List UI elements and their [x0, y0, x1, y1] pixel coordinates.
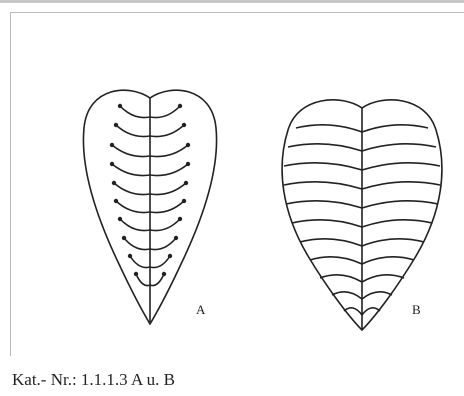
catalog-caption: Kat.- Nr.: 1.1.1.3 A u. B — [12, 370, 175, 390]
leaf-b-vein — [362, 220, 432, 227]
leaf-a-vein-tip — [178, 217, 182, 221]
leaf-a-vein — [150, 164, 188, 176]
leaf-a-vein — [150, 145, 188, 157]
leaf-a-vein-tip — [162, 272, 166, 276]
leaf-b-vein — [362, 144, 436, 151]
leaf-b-vein — [292, 220, 362, 227]
leaf-b-vein — [284, 163, 362, 170]
leaf-a-vein-tip — [186, 143, 190, 147]
leaf-a-vein-tip — [168, 254, 172, 258]
leaf-a-vein-tip — [128, 254, 132, 258]
leaf-a-vein-tip — [178, 104, 182, 108]
leaf-b-vein — [362, 182, 440, 189]
leaf-b-vein — [296, 125, 362, 132]
leaf-a-vein-tip — [182, 199, 186, 203]
leaf-a-vein-tip — [110, 162, 114, 166]
leaf-a-vein-tip — [134, 272, 138, 276]
label-a: A — [196, 302, 206, 317]
leaf-b-vein — [288, 144, 362, 151]
leaf-a-vein — [150, 256, 170, 268]
label-b: B — [412, 302, 421, 317]
leaf-b-vein — [362, 275, 404, 282]
leaf-a-vein-tip — [122, 236, 126, 240]
leaf-a-vein-tip — [186, 162, 190, 166]
leaf-b-vein — [284, 182, 362, 189]
leaf-b-vein — [362, 257, 414, 264]
leaf-a-vein — [150, 201, 184, 213]
leaf-b-vein — [286, 201, 362, 208]
leaf-a-vein — [136, 274, 150, 286]
leaf-b-vein — [362, 163, 440, 170]
leaf-a-vein — [120, 106, 150, 118]
leaf-a-vein — [120, 219, 150, 231]
leaf-a-vein-tip — [112, 181, 116, 185]
leaf-b-vein — [362, 239, 424, 246]
leaf-a-vein — [124, 238, 150, 250]
leaf-a-vein — [150, 106, 180, 118]
leaf-a-vein-tip — [184, 181, 188, 185]
leaf-a-vein — [150, 238, 176, 250]
leaf-a-vein-tip — [182, 123, 186, 127]
leaf-b — [282, 100, 442, 330]
leaf-a-vein — [116, 201, 150, 213]
leaf-b-vein — [310, 257, 362, 264]
leaf-a-vein-tip — [174, 236, 178, 240]
leaf-a-vein-tip — [110, 143, 114, 147]
leaf-a-vein — [112, 145, 150, 157]
leaf-a-vein — [150, 183, 186, 195]
leaf-a-vein-tip — [118, 217, 122, 221]
leaf-a-vein — [116, 125, 150, 137]
leaf-a — [83, 90, 216, 324]
leaf-a-vein — [112, 164, 150, 176]
leaf-a-vein — [150, 274, 164, 286]
leaf-a-vein — [150, 125, 184, 137]
leaf-a-vein-tip — [114, 199, 118, 203]
leaf-b-vein — [362, 201, 438, 208]
leaf-a-vein — [114, 183, 150, 195]
leaf-b-vein — [300, 239, 362, 246]
leaf-a-vein — [150, 219, 180, 231]
leaf-b-vein — [362, 125, 428, 132]
leaf-a-vein-tip — [118, 104, 122, 108]
leaf-a-vein-tip — [114, 123, 118, 127]
leaf-a-vein — [130, 256, 150, 268]
leaf-b-vein — [320, 275, 362, 282]
